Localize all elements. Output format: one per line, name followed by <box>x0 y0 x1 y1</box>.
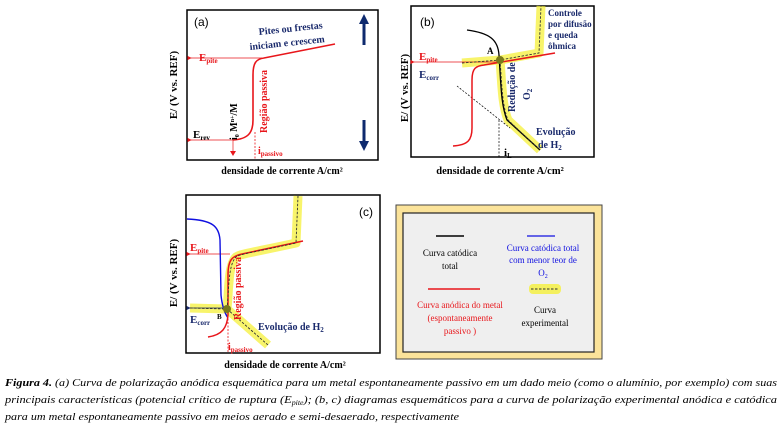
svg-text:total: total <box>442 261 458 271</box>
e-rev-label: Erev <box>193 129 210 142</box>
svg-text:por difusão: por difusão <box>548 19 592 29</box>
y-axis-label: E/ (V vs. REF) <box>399 54 411 123</box>
panel-c-label: (c) <box>359 205 373 219</box>
legend-panel <box>402 212 595 353</box>
svg-text:Curva catódica total: Curva catódica total <box>507 243 580 253</box>
h2-evolution-label: Evolução de H2 <box>258 322 324 334</box>
panel-b-label: (b) <box>420 15 435 29</box>
tafel-extrapolation <box>456 85 511 129</box>
panel-a-label: (a) <box>194 15 209 29</box>
i0-label: i0 Mn+/M <box>229 103 241 140</box>
down-arrow-icon <box>359 120 369 151</box>
y-axis-label: E/ (V vs. REF) <box>168 51 180 120</box>
passive-region-label: Região passiva <box>233 257 244 320</box>
cathodic-curve <box>466 29 541 151</box>
svg-text:Curva anódica do metal: Curva anódica do metal <box>417 300 503 310</box>
panel-c-frame <box>185 194 381 354</box>
up-arrow-icon <box>359 14 369 45</box>
svg-text:Controle: Controle <box>548 8 582 18</box>
h2-evolution-line1: Evolução <box>536 127 575 138</box>
figure-caption: Figura 4. (a) Curva de polarização anódi… <box>4 377 778 423</box>
point-a <box>496 56 504 64</box>
svg-text:e queda: e queda <box>548 30 578 40</box>
point-b <box>223 305 231 313</box>
caption-line-1: Figura 4. (a) Curva de polarização anódi… <box>4 377 777 389</box>
svg-text:experimental: experimental <box>522 318 569 328</box>
svg-text:passivo ): passivo ) <box>444 326 476 336</box>
panel-a-frame <box>186 9 379 161</box>
point-b-label: B <box>217 313 222 321</box>
svg-text:O2: O2 <box>538 268 548 280</box>
caption-line-3: para um metal espontaneamente passivo em… <box>4 411 459 423</box>
panel-a: (a) E/ (V vs. REF) densidade de corrente… <box>168 9 379 177</box>
e-corr-label: Ecorr <box>419 69 439 82</box>
passive-region-label: Região passiva <box>259 70 270 133</box>
svg-text:Curva catódica: Curva catódica <box>423 248 477 258</box>
e-pite-label: Epite <box>419 51 438 64</box>
i0-arrow-head <box>230 151 236 156</box>
anodic-curve <box>232 43 336 141</box>
e-corr-label: Ecorr <box>190 314 210 327</box>
caption-line-2: principais características (potencial cr… <box>4 394 778 407</box>
legend-experimental-text: Curva experimental <box>522 305 569 328</box>
legend-cathodic-text: Curva catódica total <box>423 248 477 271</box>
point-a-label: A <box>487 46 494 56</box>
anodic-curve <box>452 52 556 147</box>
panel-b: (b) E/ (V vs. REF) densidade de corrente… <box>399 5 595 177</box>
legend-anodic-text: Curva anódica do metal (espontaneamente … <box>417 300 503 336</box>
h2-evolution-line2: de H2 <box>538 140 562 152</box>
svg-text:Curva: Curva <box>534 305 556 315</box>
o2-reduction-line1: Redução de <box>507 62 518 112</box>
svg-text:(espontaneamente: (espontaneamente <box>428 313 493 323</box>
x-axis-label: densidade de corrente A/cm² <box>436 166 563 177</box>
i-passivo-label: ipassivo <box>228 342 253 354</box>
svg-text:ôhmica: ôhmica <box>548 41 576 51</box>
svg-text:com menor teor de: com menor teor de <box>509 255 577 265</box>
i-l-label: iL <box>504 147 512 160</box>
legend: Curva catódica total Curva catódica tota… <box>395 204 603 360</box>
legend-cathodic-low-o2-text: Curva catódica total com menor teor de O… <box>507 243 580 280</box>
control-text: Controle por difusão e queda ôhmica <box>548 8 592 51</box>
x-axis-label: densidade de corrente A/cm² <box>221 166 342 177</box>
experimental-curve <box>461 5 542 151</box>
e-pite-label: Epite <box>190 242 209 255</box>
experimental-curve <box>189 195 299 346</box>
y-axis-label: E/ (V vs. REF) <box>168 239 180 308</box>
x-axis-label: densidade de corrente A/cm² <box>224 360 345 371</box>
panel-c: (c) E/ (V vs. REF) densidade de corrente… <box>168 194 381 371</box>
anodic-curve <box>207 240 304 338</box>
e-pite-label: Epite <box>199 52 218 65</box>
o2-reduction-line2: O2 <box>522 88 534 100</box>
i-passivo-label: ipassivo <box>258 146 283 158</box>
